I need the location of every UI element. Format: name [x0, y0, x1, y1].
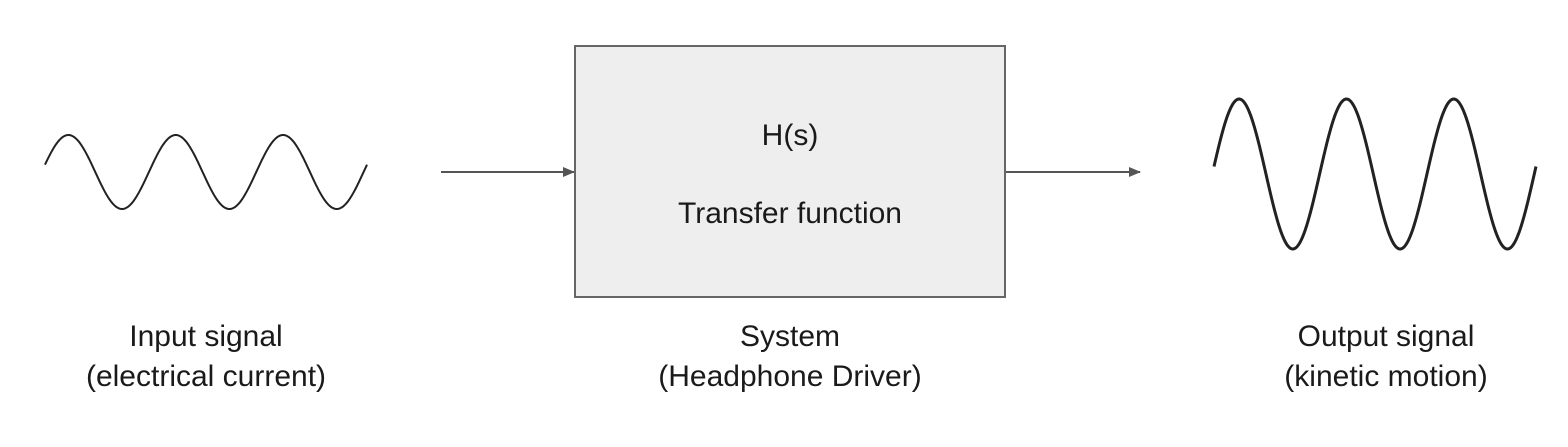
input-signal-label: Input signal (electrical current) — [0, 317, 412, 397]
input-signal-subtitle: (electrical current) — [85, 360, 327, 393]
input-sine-wave-icon — [44, 134, 368, 210]
transfer-function-symbol: H(s) — [761, 119, 819, 152]
output-signal-subtitle: (kinetic motion) — [1284, 360, 1488, 393]
transfer-function-name: Transfer function — [678, 197, 902, 230]
output-sine-wave-icon — [1212, 97, 1538, 251]
system-subtitle: (Headphone Driver) — [658, 360, 922, 393]
output-signal-label: Output signal (kinetic motion) — [1180, 317, 1568, 397]
input-signal-title: Input signal — [129, 320, 283, 353]
system-title: System — [739, 320, 841, 353]
output-signal-title: Output signal — [1297, 320, 1475, 353]
system-box — [574, 45, 1006, 298]
system-label: System (Headphone Driver) — [575, 317, 1005, 397]
